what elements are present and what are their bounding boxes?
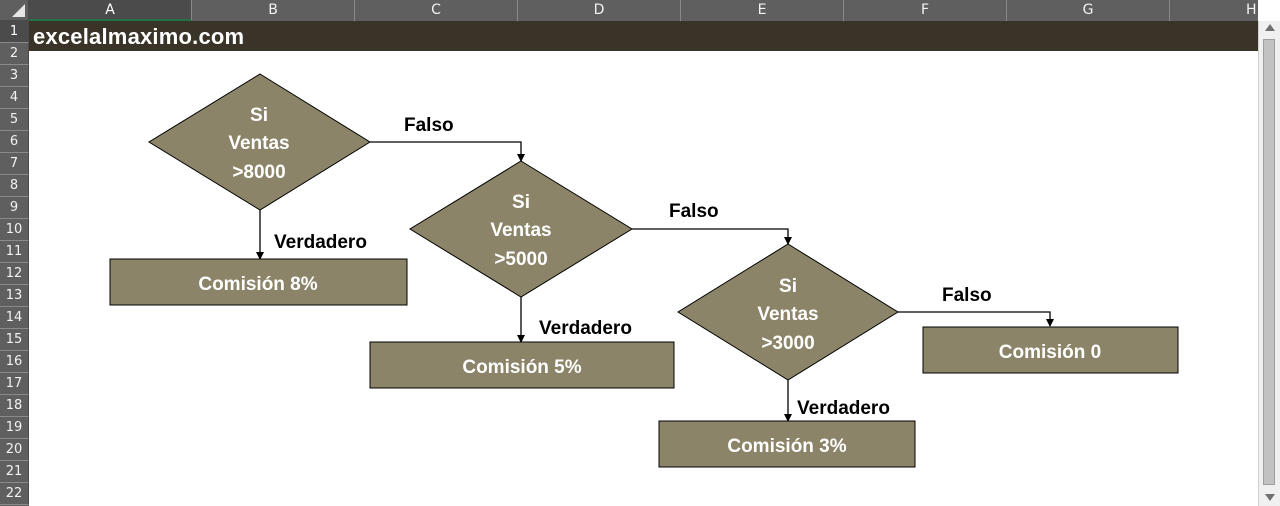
- row-header[interactable]: 1: [0, 21, 29, 43]
- scrollbar-thumb[interactable]: [1263, 39, 1275, 485]
- row-header[interactable]: 11: [0, 241, 29, 263]
- title-banner-row[interactable]: excelalmaximo.com: [29, 21, 1258, 51]
- row-header[interactable]: 6: [0, 131, 29, 153]
- banner-title: excelalmaximo.com: [33, 24, 245, 49]
- decision-8000-line1: Si: [250, 105, 268, 126]
- row-header[interactable]: 13: [0, 285, 29, 307]
- false-label-3: Falso: [942, 285, 992, 306]
- true-label-1: Verdadero: [274, 232, 367, 253]
- decision-diamond-3000[interactable]: [677, 243, 899, 381]
- column-header-g[interactable]: G: [1007, 0, 1170, 21]
- vertical-scrollbar[interactable]: [1258, 21, 1280, 506]
- row-header[interactable]: 17: [0, 373, 29, 395]
- row-header[interactable]: 19: [0, 417, 29, 439]
- select-all-corner[interactable]: [0, 0, 29, 21]
- decision-3000-line1: Si: [779, 276, 797, 297]
- row-header[interactable]: 4: [0, 87, 29, 109]
- row-header[interactable]: 20: [0, 439, 29, 461]
- row-header[interactable]: 16: [0, 351, 29, 373]
- column-header-h[interactable]: H: [1170, 0, 1258, 21]
- false-label-2: Falso: [669, 201, 719, 222]
- column-headers: A B C D E F G H: [29, 0, 1258, 21]
- row-header[interactable]: 7: [0, 153, 29, 175]
- row-header[interactable]: 2: [0, 43, 29, 65]
- row-header[interactable]: 3: [0, 65, 29, 87]
- result-5-label: Comisión 5%: [462, 357, 581, 378]
- column-header-f[interactable]: F: [844, 0, 1007, 21]
- result-8-label: Comisión 8%: [198, 274, 317, 295]
- row-header[interactable]: 12: [0, 263, 29, 285]
- row-headers: 1 2 3 4 5 6 7 8 9 10 11 12 13 14 15 16 1…: [0, 21, 29, 506]
- connector-false-2: [632, 228, 792, 245]
- decision-5000-line3: >5000: [494, 249, 547, 270]
- column-header-b[interactable]: B: [192, 0, 355, 21]
- decision-8000-line2: Ventas: [228, 133, 289, 154]
- row-header[interactable]: 18: [0, 395, 29, 417]
- result-0-label: Comisión 0: [999, 342, 1101, 363]
- decision-diamond-8000[interactable]: [148, 73, 371, 211]
- decision-diamond-5000[interactable]: [409, 160, 633, 298]
- true-label-2: Verdadero: [539, 318, 632, 339]
- decision-8000-line3: >8000: [232, 162, 285, 183]
- connector-false-1: [370, 141, 525, 162]
- result-box-3[interactable]: [658, 420, 916, 468]
- decision-3000-line3: >3000: [761, 333, 814, 354]
- row-header[interactable]: 15: [0, 329, 29, 351]
- row-header[interactable]: 8: [0, 175, 29, 197]
- column-header-c[interactable]: C: [355, 0, 518, 21]
- result-3-label: Comisión 3%: [727, 436, 846, 457]
- decision-3000-line2: Ventas: [757, 304, 818, 325]
- decision-5000-line1: Si: [512, 192, 530, 213]
- connector-false-3: [898, 311, 1054, 327]
- row-header[interactable]: 9: [0, 197, 29, 219]
- row-header[interactable]: 21: [0, 461, 29, 483]
- true-label-3: Verdadero: [797, 398, 890, 419]
- row-header[interactable]: 14: [0, 307, 29, 329]
- column-header-h-label: H: [1246, 2, 1257, 18]
- scroll-down-arrow-icon[interactable]: [1265, 494, 1275, 501]
- select-all-triangle-icon: [12, 4, 25, 17]
- result-box-8[interactable]: [109, 258, 408, 306]
- decision-5000-line2: Ventas: [490, 220, 551, 241]
- result-box-5[interactable]: [369, 341, 675, 389]
- column-header-d[interactable]: D: [518, 0, 681, 21]
- result-box-0[interactable]: [922, 326, 1179, 374]
- scroll-up-arrow-icon[interactable]: [1265, 24, 1275, 31]
- false-label-1: Falso: [404, 115, 454, 136]
- row-header[interactable]: 5: [0, 109, 29, 131]
- column-header-e[interactable]: E: [681, 0, 844, 21]
- row-header[interactable]: 10: [0, 219, 29, 241]
- column-header-a[interactable]: A: [29, 0, 192, 21]
- row-header[interactable]: 22: [0, 483, 29, 505]
